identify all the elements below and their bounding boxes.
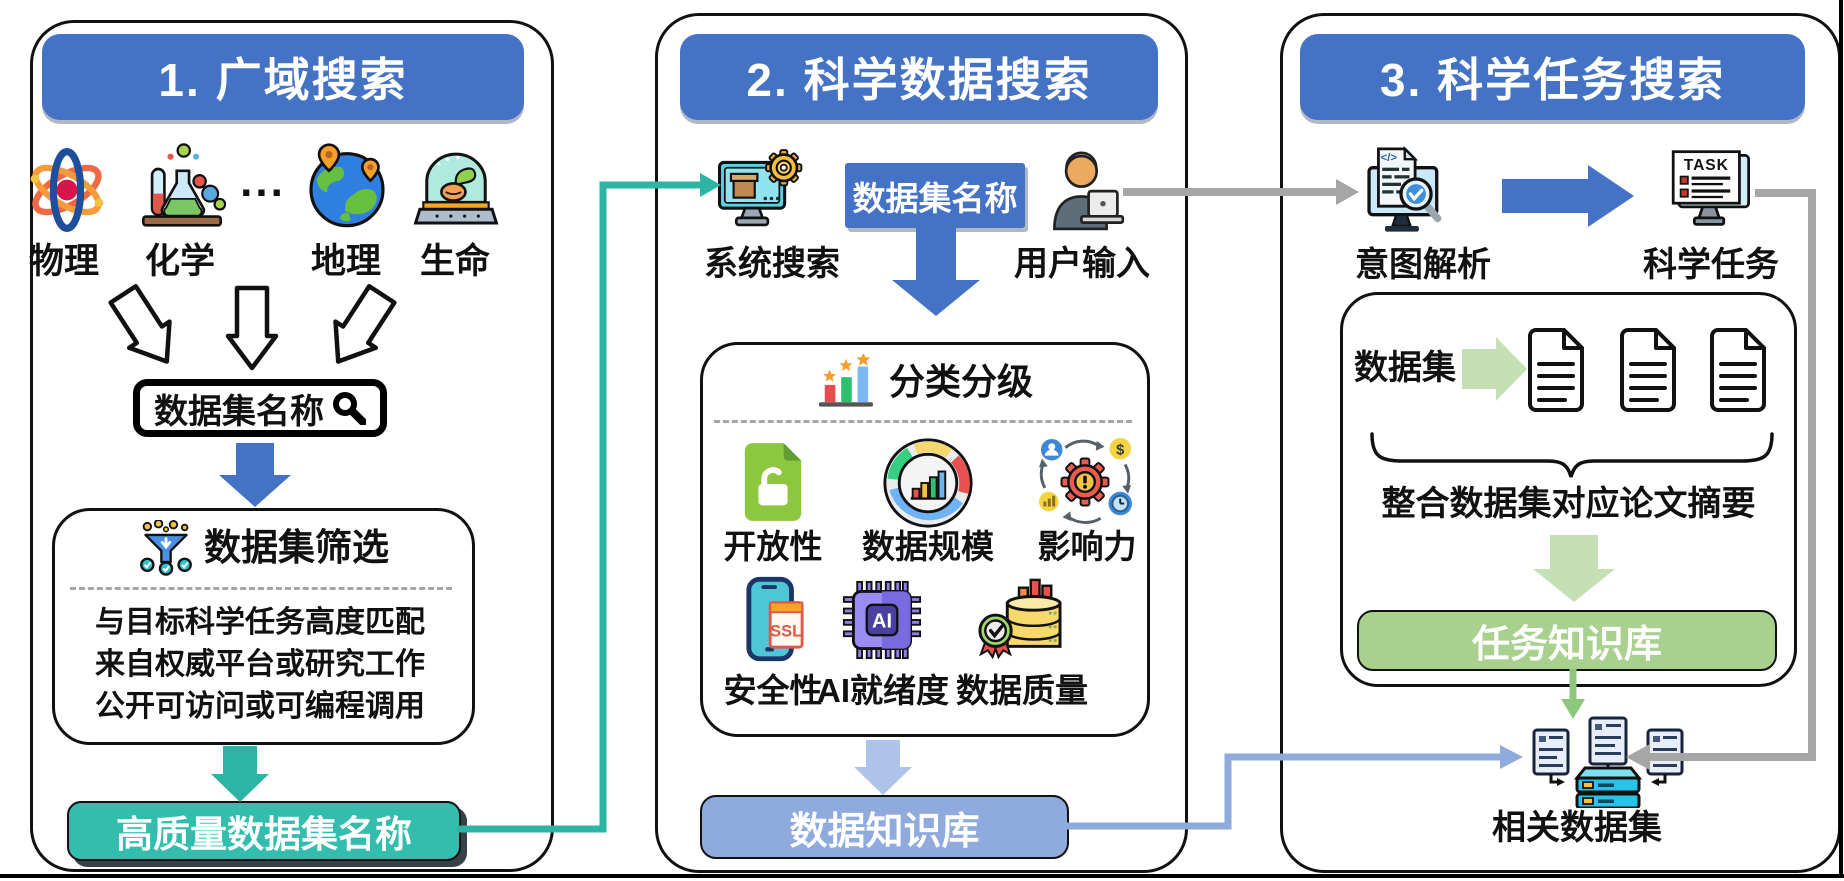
data-knowledge-base-box: 数据知识库 [700,795,1069,859]
filter-criteria-3: 公开可访问或可编程调用 [95,690,425,723]
intent-parsing-label: 意图解析 [1355,246,1491,284]
magnifier-icon [332,391,366,425]
dataset-filter-box [52,508,475,745]
filter-title-row: 数据集筛选 [52,520,475,576]
data-quality-icon [972,576,1066,662]
domain-label-geography: 地理 [310,242,381,281]
domain-label-chemistry: 化学 [144,242,215,281]
openness-icon [739,441,807,523]
panel1-title: 1. 广域搜索 [158,54,408,106]
panel3-header: 3. 科学任务搜索 [1300,34,1805,120]
svg-text:AI: AI [872,611,892,633]
chemistry-flask-icon [138,142,226,240]
funnel-icon [138,520,194,576]
classification-box [700,342,1150,737]
system-search-icon [716,148,804,242]
data-knowledge-base-label: 数据知识库 [789,810,980,853]
svg-text:</>: </> [1381,152,1398,164]
bottom-frame-line [0,874,1844,878]
ai-chip-icon: AI [842,580,922,660]
task-knowledge-base-label: 任务知识库 [1471,624,1662,666]
geography-globe-icon [302,138,392,236]
panel1-header: 1. 广域搜索 [42,34,524,120]
filter-criteria-1: 与目标科学任务高度匹配 [95,606,425,639]
ellipsis-dots: ... [240,157,286,206]
panel2-header: 2. 科学数据搜索 [680,34,1158,120]
panel3-title: 3. 科学任务搜索 [1379,54,1726,106]
dataset-name-tag-label: 数据集名称 [852,179,1018,217]
influence-icon: $ [1038,437,1132,529]
criteria-label-ai-readiness: AI就绪度 [817,672,949,709]
task-knowledge-base-box: 任务知识库 [1357,610,1777,671]
user-input-icon [1040,144,1130,240]
search-box-label: 数据集名称 [154,392,324,431]
svg-text:TASK: TASK [1684,157,1729,174]
classification-title: 分类分级 [888,361,1033,403]
right-frame-line [1839,0,1843,878]
paper-doc-icon-3 [1706,326,1770,414]
domain-label-physics: 物理 [28,242,99,281]
criteria-label-scale: 数据规模 [862,528,994,565]
classification-divider [714,420,1132,423]
dataset-name-tag: 数据集名称 [845,163,1025,228]
life-dome-icon [413,146,499,238]
related-datasets-icon [1526,714,1690,808]
physics-atom-icon [27,140,107,240]
paper-doc-icon-2 [1616,326,1680,414]
panel2-title: 2. 科学数据搜索 [746,54,1092,106]
high-quality-dataset-output: 高质量数据集名称 [67,801,461,861]
criteria-label-influence: 影响力 [1037,528,1137,565]
high-quality-dataset-label: 高质量数据集名称 [116,814,412,855]
filter-title: 数据集筛选 [204,526,389,568]
criteria-label-security: 安全性 [723,672,823,709]
paper-doc-icon-1 [1524,326,1588,414]
data-scale-icon [882,437,974,529]
related-datasets-label: 相关数据集 [1492,809,1662,847]
integration-caption: 整合数据集对应论文摘要 [1381,485,1756,523]
domain-label-life: 生命 [419,242,490,281]
chart-stars-icon [817,354,875,410]
filter-divider [70,587,452,590]
security-icon: SSL [744,576,806,664]
task-monitor-icon: TASK [1664,146,1756,242]
scientific-task-label: 科学任务 [1643,246,1779,284]
filter-criteria-2: 来自权威平台或研究工作 [95,648,425,681]
svg-text:$: $ [1116,443,1124,459]
dataset-name-search-box[interactable]: 数据集名称 [133,379,387,437]
user-input-label: 用户输入 [1014,245,1150,283]
system-search-label: 系统搜索 [704,245,840,283]
classification-title-row: 分类分级 [700,354,1150,410]
criteria-label-quality: 数据质量 [956,672,1088,709]
svg-text:SSL: SSL [770,622,802,640]
criteria-label-openness: 开放性 [723,528,823,565]
dataset-label: 数据集 [1354,349,1456,387]
intent-parsing-icon: </> [1354,145,1448,243]
